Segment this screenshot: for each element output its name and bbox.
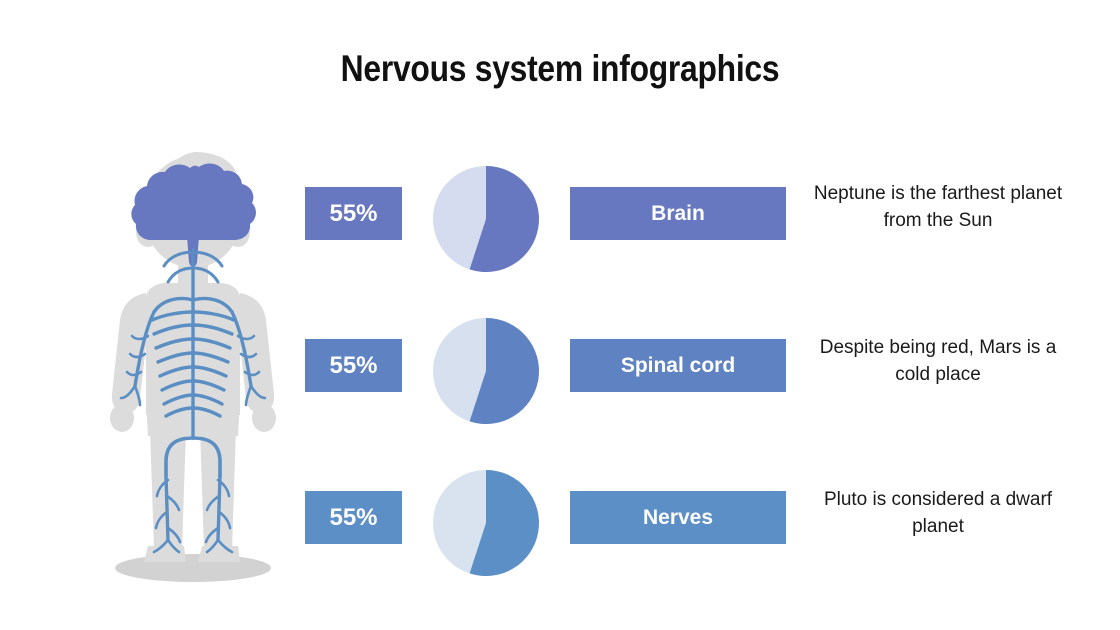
percent-badge-nerves[interactable]: 55% [305,491,402,544]
pie-chart-spinal-cord [432,317,540,425]
category-label-spinal-cord[interactable]: Spinal cord [570,339,786,392]
infographic-row-nerves: 55% Nerves Pluto is considered a dwarf p… [0,469,1120,579]
description-spinal-cord: Despite being red, Mars is a cold place [819,337,1057,385]
description-brain: Neptune is the farthest planet from the … [813,183,1063,231]
pie-slice-value-brain [469,166,539,272]
category-label-brain[interactable]: Brain [570,187,786,240]
infographic-row-brain: 55% Brain Neptune is the farthest planet… [0,165,1120,275]
pie-slice-value-nerves [469,470,539,576]
description-nerves: Pluto is considered a dwarf planet [823,489,1053,537]
percent-badge-brain[interactable]: 55% [305,187,402,240]
page-title: Nervous system infographics [340,48,780,89]
pie-chart-nerves [432,469,540,577]
category-label-nerves[interactable]: Nerves [570,491,786,544]
nervous-system-illustration [78,150,308,590]
percent-badge-spinal-cord[interactable]: 55% [305,339,402,392]
pie-chart-brain [432,165,540,273]
pie-slice-value-spinal-cord [469,318,539,424]
nervous-system-lines [119,248,267,554]
infographic-row-spinal-cord: 55% Spinal cord Despite being red, Mars … [0,317,1120,427]
